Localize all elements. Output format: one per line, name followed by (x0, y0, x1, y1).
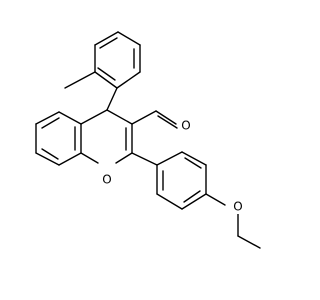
double-bond-inner (41, 148, 59, 160)
bond (115, 152, 133, 164)
bond (181, 193, 207, 210)
double-bond-inner (99, 37, 118, 49)
bond (237, 235, 261, 249)
bond (116, 71, 141, 89)
bond (156, 151, 183, 166)
double-bond-inner (183, 190, 201, 203)
bond (106, 109, 133, 125)
bond-layer (35, 31, 261, 249)
bond (94, 31, 119, 46)
double-bond-inner (41, 117, 60, 129)
bond (106, 87, 118, 111)
bond (80, 152, 99, 164)
bond (58, 111, 82, 125)
ether-oxygen-bg (233, 200, 243, 214)
atom-label-layer: O O O (102, 119, 243, 214)
bond (117, 31, 141, 46)
ring-oxygen-bg (102, 173, 112, 187)
double-bond-inner (157, 115, 178, 129)
ring-oxygen-label: O (102, 173, 111, 187)
bond (64, 71, 96, 89)
double-bond-inner (184, 157, 202, 169)
bond (80, 109, 108, 125)
aldehyde-oxygen-bg (181, 119, 191, 133)
bond (131, 110, 157, 125)
aldehyde-oxygen-label: O (181, 119, 190, 133)
bond (155, 110, 177, 125)
bond (156, 193, 183, 210)
bond (131, 152, 158, 166)
bond (58, 152, 82, 166)
molecule-canvas: O O O (35, 31, 261, 249)
bond (181, 151, 207, 166)
bond (35, 152, 60, 166)
bond (94, 71, 118, 89)
chemical-structure: O O O (35, 31, 261, 249)
ether-oxygen-label: O (233, 200, 242, 214)
bond (35, 111, 60, 125)
double-bond-inner (97, 67, 116, 81)
bond (205, 193, 226, 206)
